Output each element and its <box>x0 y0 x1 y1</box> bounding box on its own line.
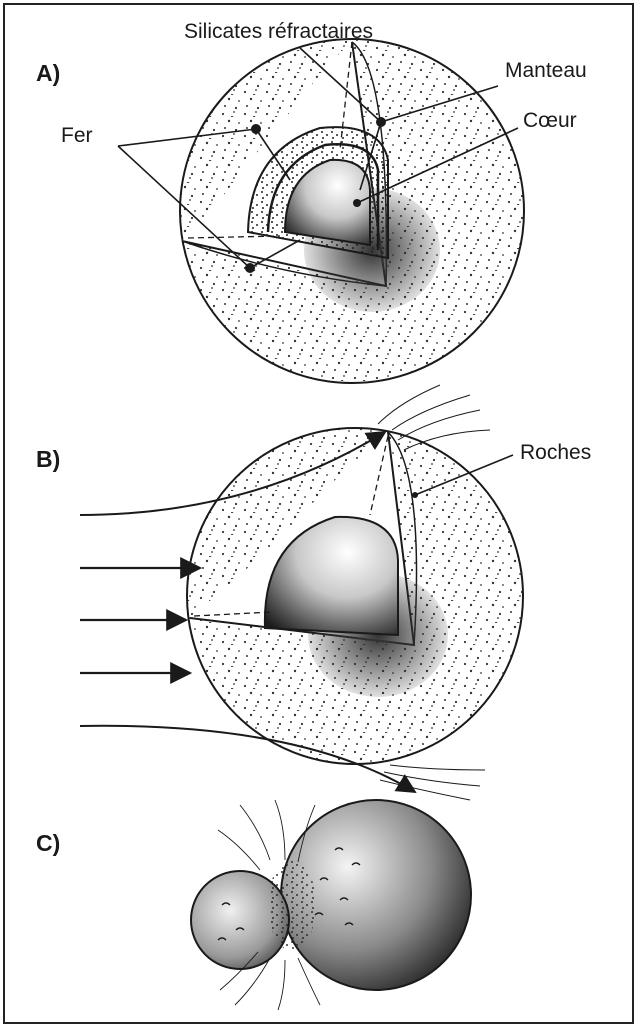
fer-label: Fer <box>61 125 93 146</box>
panel-a-label: A) <box>36 62 60 85</box>
manteau-label: Manteau <box>505 60 587 81</box>
panel-b-label: B) <box>36 448 60 471</box>
panel-b-planet <box>187 385 523 800</box>
debris-bridge-c <box>268 859 316 951</box>
panel-a-planet <box>180 39 524 383</box>
panel-c-bodies <box>191 800 471 1010</box>
silicates-label: Silicates réfractaires <box>184 21 373 42</box>
panel-c-label: C) <box>36 832 60 855</box>
coeur-label: Cœur <box>523 110 577 131</box>
roches-label: Roches <box>520 442 591 463</box>
